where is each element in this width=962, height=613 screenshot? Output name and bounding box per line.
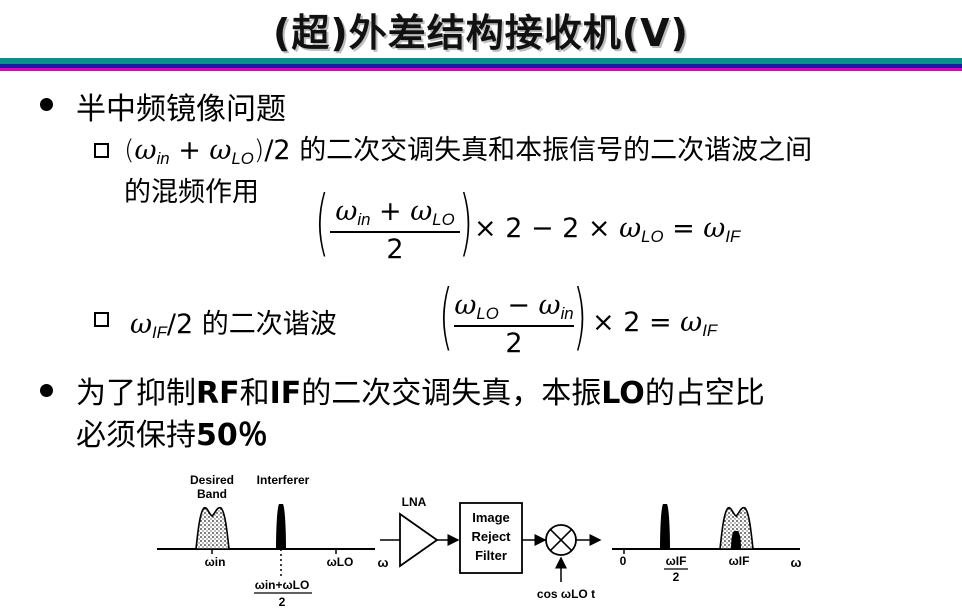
eq2-left-paren: ( [439,274,454,358]
bullet-heading: 半中频镜像问题 [76,92,286,127]
if-interferer-spectrum [731,531,741,549]
item1-line1: (ωin + ωLO)/2 的二次交调失真和本振信号的二次谐波之间 [124,135,813,169]
eq1-denominator: 2 [386,234,404,265]
eq2-rhs: × 2 = ωIF [592,307,718,341]
eq2-numerator: ωLO − ωin [454,290,574,324]
omega-axis-label-2: ω [791,555,802,570]
image-reject-filter-block [459,502,523,574]
desired-band-spectrum [195,506,230,550]
bullet2-line1: 为了抑制RF和IF的二次交调失真，本振LO的占空比 [76,376,765,411]
filter-label-2: Reject [471,529,511,544]
zero-label: 0 [620,554,627,568]
slide-title: (超)外差结构接收机(V) [273,11,689,55]
eq1-right-paren: ) [459,180,474,264]
eq1-left-paren: ( [315,180,330,264]
eq1-fraction-bar [330,231,460,233]
bullet-dot [40,98,53,111]
eq2-denominator: 2 [505,328,523,359]
lna-label: LNA [402,495,427,509]
title-rule-teal [0,58,962,64]
if-band-spectrum [719,506,754,550]
half-if-spectrum [660,504,670,549]
sum-label-bottom: 2 [279,595,286,609]
eq1-numerator: ωin + ωLO [335,196,455,230]
wif-label: ωIF [729,554,750,568]
interferer-label: Interferer [257,473,310,487]
wif-half-label-top: ωIF [666,554,687,568]
item2-line: ωIF/2 的二次谐波 [130,309,337,343]
wif-half-label-bottom: 2 [673,570,680,584]
eq2-right-paren: ) [573,274,588,358]
title-rule-blue [0,64,962,68]
desired-label: Desired [190,473,234,487]
win-label: ωin [205,555,226,569]
eq2-fraction-bar [454,325,574,327]
eq1-rhs: × 2 − 2 × ωLO = ωIF [474,213,741,247]
band-label: Band [197,487,227,501]
mixer-cross-b [549,528,573,552]
checkbox-marker [94,143,109,158]
omega-axis-label: ω [378,555,389,570]
lna-amplifier-symbol [399,512,439,568]
filter-label-3: Filter [475,548,507,563]
title-rule-magenta [0,68,962,71]
interferer-spectrum [276,504,286,549]
filter-label-1: Image [472,510,510,525]
bullet-dot [40,384,53,397]
checkbox-marker [94,312,109,327]
bullet2-line2: 必须保持50％ [76,418,268,453]
wlo-label: ωLO [327,555,354,569]
sum-label-top: ωin+ωLO [255,578,310,592]
item1-line2: 的混频作用 [124,177,259,208]
lo-cos-label: cos ωLO t [537,587,595,601]
